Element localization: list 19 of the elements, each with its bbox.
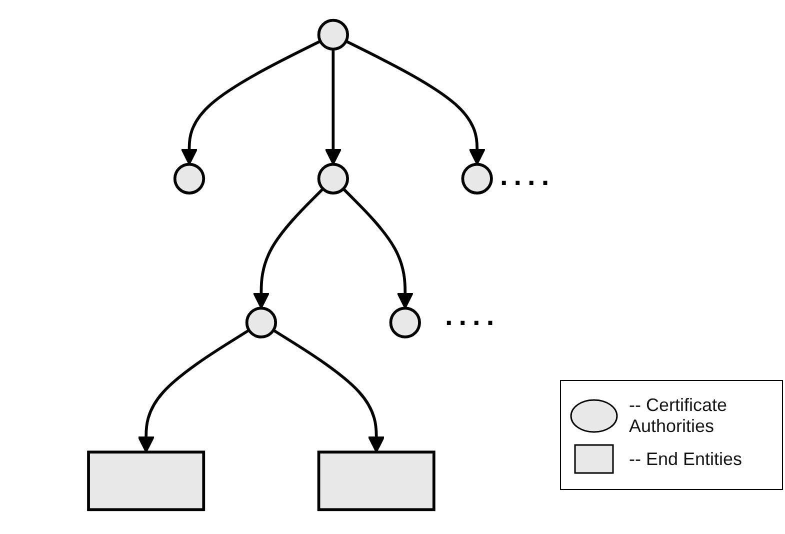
node-circle [317,18,349,51]
node-circle [317,162,349,194]
node-circle [245,306,278,338]
arrow [180,40,321,166]
arrow [345,40,486,166]
legend-label: -- Certificate Authorities [629,395,728,437]
arrow [324,49,342,166]
node-box [317,450,436,512]
ellipsis-text: .... [445,300,500,332]
arrow [342,188,414,309]
legend-label: -- End Entities [629,448,742,470]
arrow [272,328,385,453]
node-circle [461,162,493,194]
ellipsis-text: .... [500,160,556,192]
arrow [138,328,250,453]
arrow [252,188,324,309]
node-box [87,450,206,512]
node-circle [389,306,421,338]
node-circle [173,162,206,194]
